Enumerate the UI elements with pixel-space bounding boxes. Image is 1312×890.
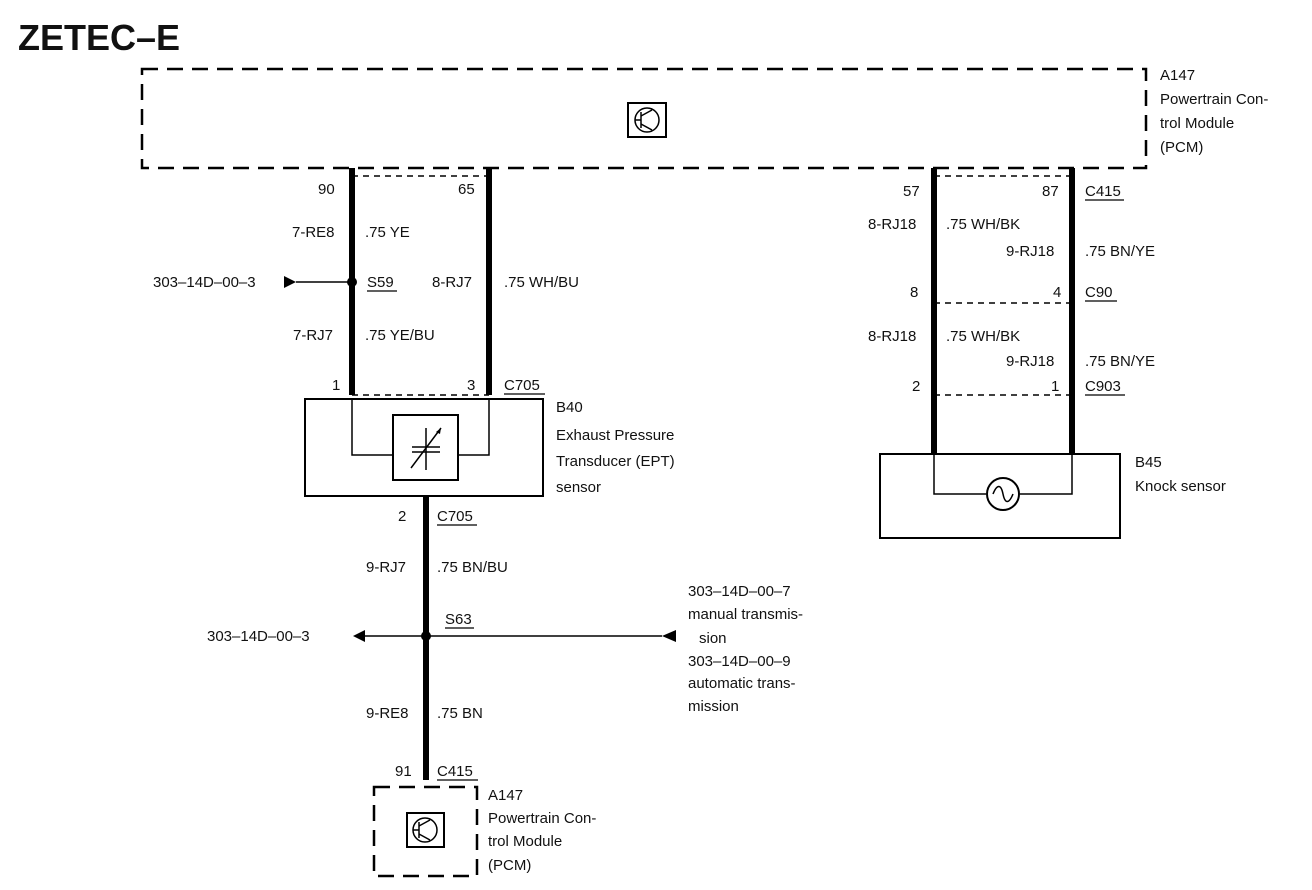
transistor-icon bbox=[406, 812, 445, 848]
wire-e-color: .75 BN bbox=[437, 705, 483, 722]
wire-f-color: .75 WH/BK bbox=[946, 216, 1020, 233]
pcm-bottom-name-1: Powertrain Con- bbox=[488, 810, 596, 827]
right-ref-2-desc-b: mission bbox=[688, 698, 739, 715]
ept-sensor-id: B40 bbox=[556, 399, 583, 416]
ept-sensor-name-2: Transducer (EPT) bbox=[556, 453, 675, 470]
arrow-right-icon bbox=[662, 630, 676, 642]
pin-3: 3 bbox=[467, 377, 475, 394]
left-ref-s63: 303–14D–00–3 bbox=[207, 628, 310, 645]
wire-g-color: .75 BN/YE bbox=[1085, 243, 1155, 260]
pin-65: 65 bbox=[458, 181, 475, 198]
pin-2-c705: 2 bbox=[398, 508, 406, 525]
pcm-bottom-module-outline bbox=[372, 785, 479, 878]
pin-1-c903: 1 bbox=[1051, 378, 1059, 395]
pcm-top-id: A147 bbox=[1160, 67, 1195, 84]
wire-h-circuit: 8-RJ18 bbox=[868, 328, 916, 345]
pcm-bottom-name-3: (PCM) bbox=[488, 857, 531, 874]
knock-sensor-name: Knock sensor bbox=[1135, 478, 1226, 495]
transistor-icon bbox=[627, 102, 667, 138]
pcm-top-name-2: trol Module bbox=[1160, 115, 1234, 132]
wire-e-circuit: 9-RE8 bbox=[366, 705, 409, 722]
ept-sensor-outline bbox=[304, 398, 544, 497]
arrow-icon bbox=[284, 276, 296, 288]
wire-i-color: .75 BN/YE bbox=[1085, 353, 1155, 370]
pcm-bottom-name-2: trol Module bbox=[488, 833, 562, 850]
wire-i-circuit: 9-RJ18 bbox=[1006, 353, 1054, 370]
arrow-left-icon bbox=[353, 630, 365, 642]
wire-a-circuit: 7-RE8 bbox=[292, 224, 335, 241]
wire-h-color: .75 WH/BK bbox=[946, 328, 1020, 345]
pin-90: 90 bbox=[318, 181, 335, 198]
wire-d-circuit: 9-RJ7 bbox=[366, 559, 406, 576]
pin-87: 87 bbox=[1042, 183, 1059, 200]
ept-sensor-name-3: sensor bbox=[556, 479, 601, 496]
pcm-top-module-outline bbox=[140, 67, 1148, 170]
connector-c415-knock-label: C415 bbox=[1085, 183, 1121, 200]
pin-4: 4 bbox=[1053, 284, 1061, 301]
wire-a-color: .75 YE bbox=[365, 224, 410, 241]
pcm-bottom-id: A147 bbox=[488, 787, 523, 804]
wire-g-circuit: 9-RJ18 bbox=[1006, 243, 1054, 260]
wire-b-circuit: 8-RJ7 bbox=[432, 274, 472, 291]
splice-dot bbox=[347, 277, 357, 287]
right-ref-2: 303–14D–00–9 bbox=[688, 653, 791, 670]
right-ref-1: 303–14D–00–7 bbox=[688, 583, 791, 600]
knock-sensor-outline bbox=[879, 453, 1121, 539]
right-ref-1-desc-a: manual transmis- bbox=[688, 606, 803, 623]
ept-sensor-name-1: Exhaust Pressure bbox=[556, 427, 674, 444]
splice-ref-s59: 303–14D–00–3 bbox=[153, 274, 256, 291]
right-ref-1-desc-b: sion bbox=[699, 630, 727, 647]
pin-2-c903: 2 bbox=[912, 378, 920, 395]
pin-1: 1 bbox=[332, 377, 340, 394]
variable-resistor-icon bbox=[392, 414, 459, 481]
pin-57: 57 bbox=[903, 183, 920, 200]
pin-8: 8 bbox=[910, 284, 918, 301]
ac-source-icon bbox=[986, 477, 1020, 511]
connector-c705-bottom: C705 bbox=[437, 508, 473, 525]
pcm-top-name-1: Powertrain Con- bbox=[1160, 91, 1268, 108]
knock-sensor-id: B45 bbox=[1135, 454, 1162, 471]
wire-c-color: .75 YE/BU bbox=[365, 327, 435, 344]
wire-d-color: .75 BN/BU bbox=[437, 559, 508, 576]
splice-s63: S63 bbox=[445, 611, 472, 628]
splice-dot-s63 bbox=[421, 631, 431, 641]
connector-c90-label: C90 bbox=[1085, 284, 1113, 301]
connector-c903-label: C903 bbox=[1085, 378, 1121, 395]
connector-c415-bottom: C415 bbox=[437, 763, 473, 780]
wire-f-circuit: 8-RJ18 bbox=[868, 216, 916, 233]
diagram-title: ZETEC–E bbox=[18, 17, 180, 58]
splice-s59: S59 bbox=[367, 274, 394, 291]
wire-c-circuit: 7-RJ7 bbox=[293, 327, 333, 344]
connector-c705: C705 bbox=[504, 377, 540, 394]
pin-91: 91 bbox=[395, 763, 412, 780]
right-ref-2-desc-a: automatic trans- bbox=[688, 675, 796, 692]
wire-b-color: .75 WH/BU bbox=[504, 274, 579, 291]
pcm-top-name-3: (PCM) bbox=[1160, 139, 1203, 156]
